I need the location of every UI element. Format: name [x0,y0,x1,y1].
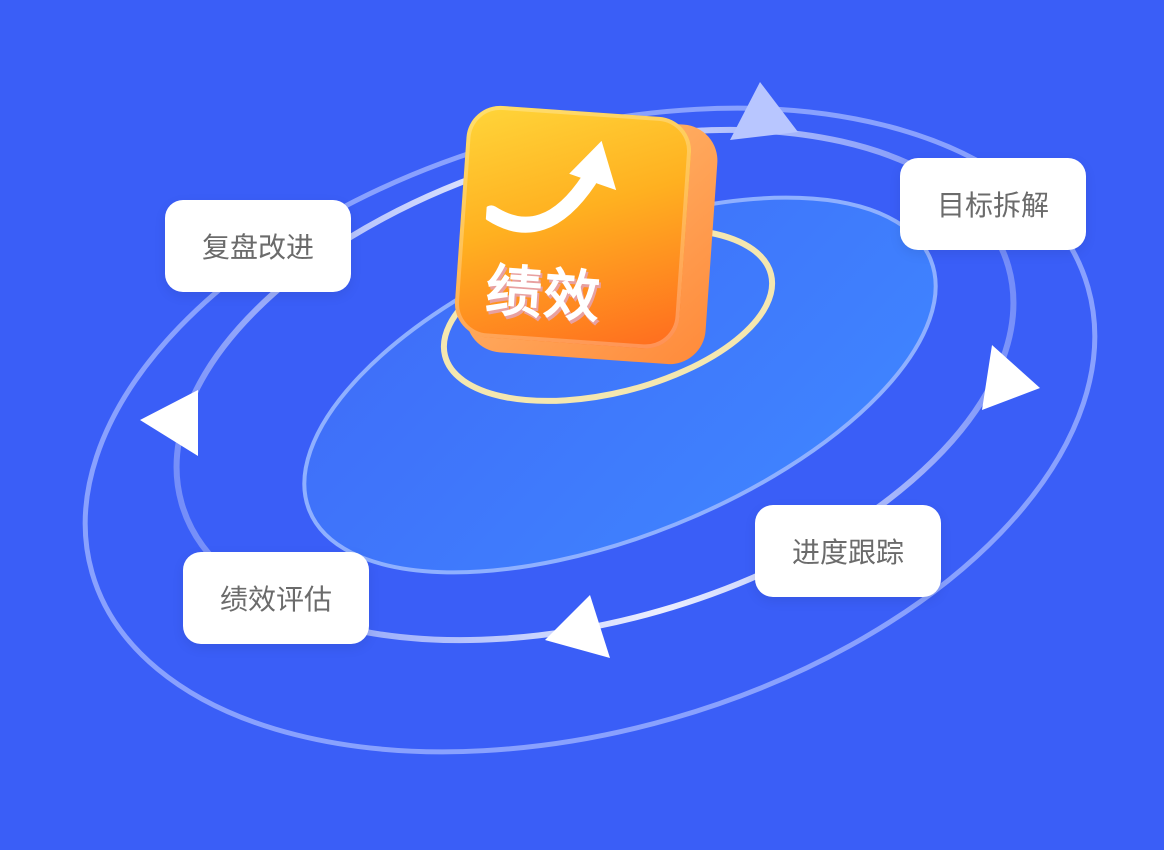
icon-face: 绩效 [452,103,694,351]
step-goal-breakdown: 目标拆解 [900,158,1086,250]
center-label: 绩效 [483,258,604,332]
step-review-improve: 复盘改进 [165,200,351,292]
up-arrow-icon [484,140,617,233]
arrow-icon [730,82,798,140]
performance-icon: 绩效 [452,103,720,367]
arrow-icon [545,595,610,658]
arrow-icon [140,390,198,456]
step-progress-tracking: 进度跟踪 [755,505,941,597]
step-performance-evaluation: 绩效评估 [183,552,369,644]
arrow-icon [982,345,1040,410]
